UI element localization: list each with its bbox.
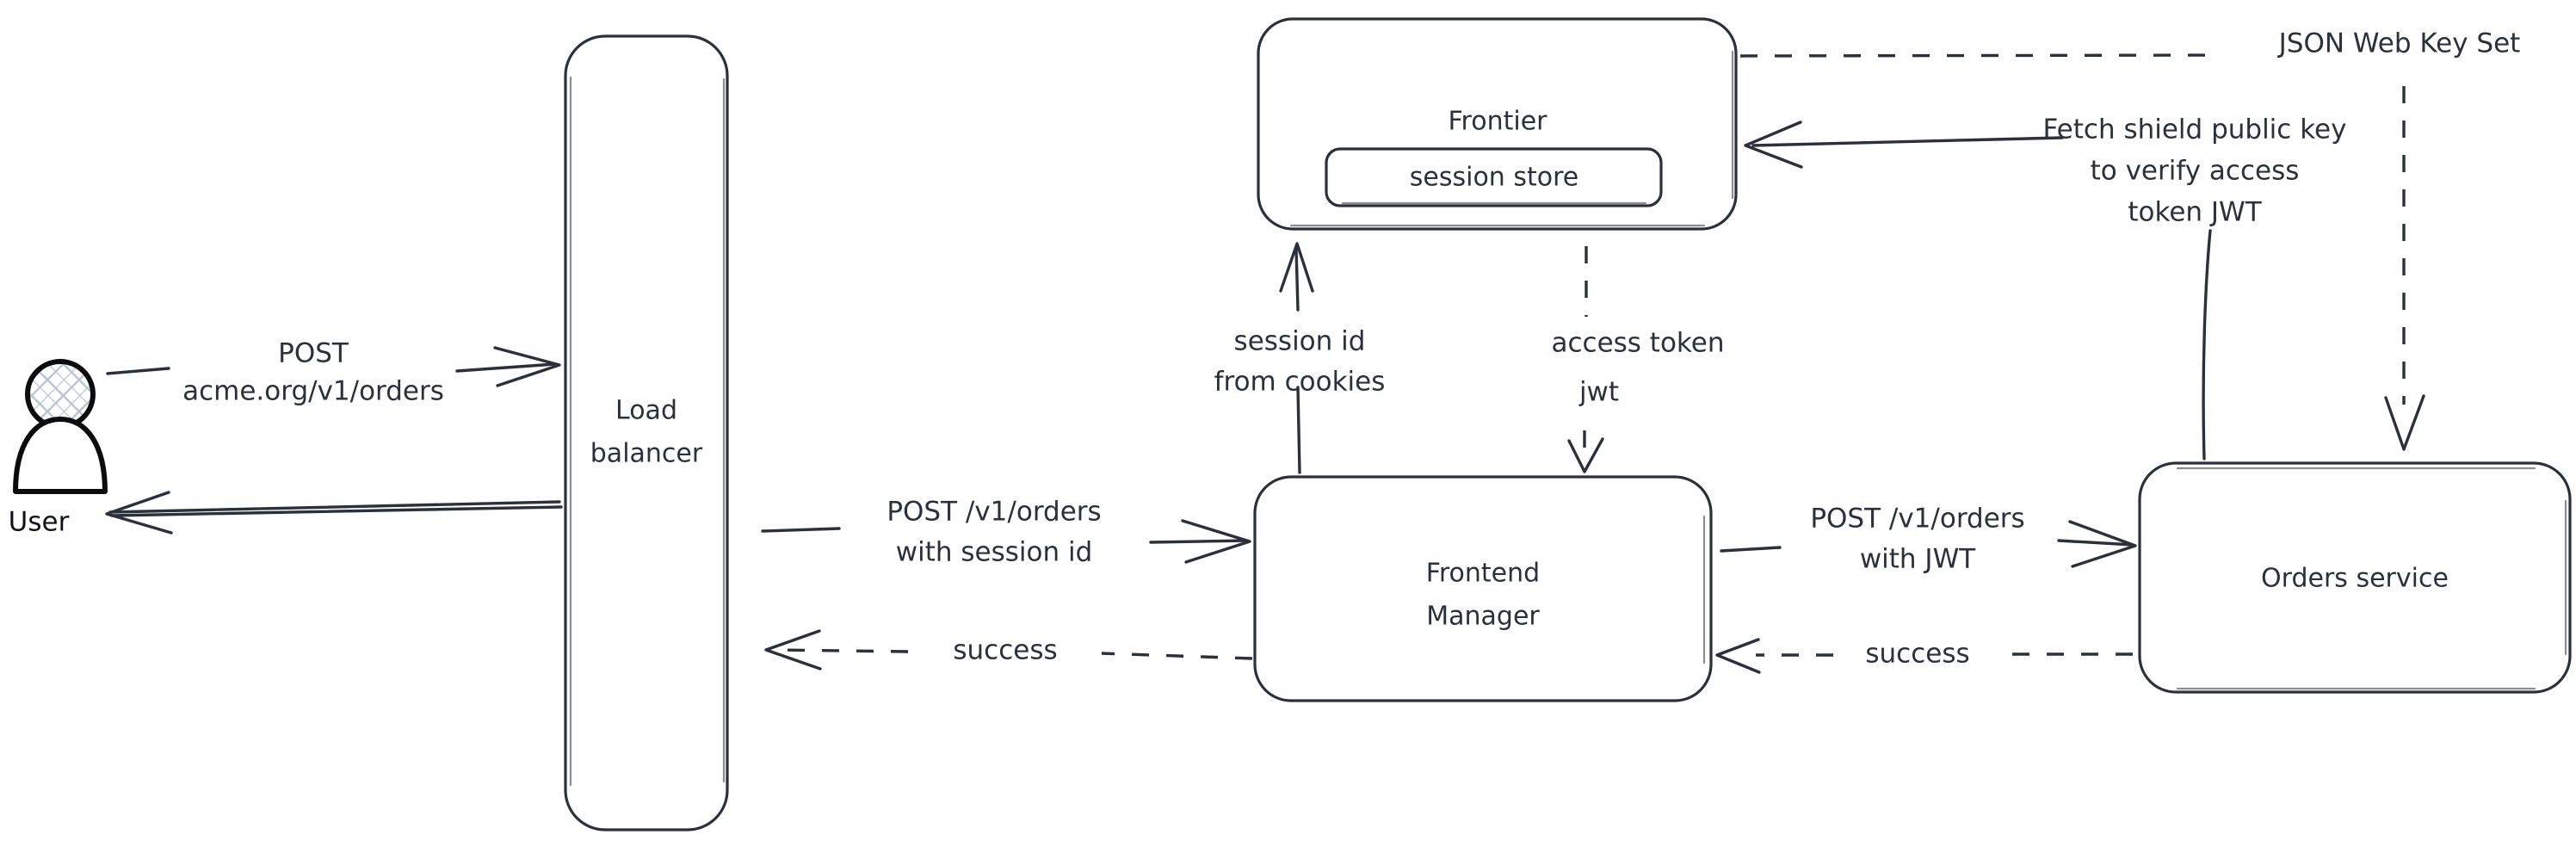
edge-lb-to-frontend-manager: POST /v1/orders with session id bbox=[761, 497, 1251, 568]
edge-label-lb-to-fm-line2: with session id bbox=[896, 537, 1093, 568]
edge-label-orders-to-frontier-line3: token JWT bbox=[2128, 197, 2262, 228]
edge-user-to-load-balancer: POST acme.org/v1/orders bbox=[106, 338, 561, 407]
edge-label-jwks: JSON Web Key Set bbox=[2277, 28, 2521, 59]
edge-load-balancer-to-user bbox=[105, 491, 563, 535]
edge-label-fm-to-frontier-line2: from cookies bbox=[1214, 367, 1386, 398]
edge-frontend-manager-to-lb: success bbox=[764, 629, 1253, 671]
node-label-frontier: Frontier bbox=[1448, 107, 1547, 137]
node-load-balancer[interactable]: Load balancer bbox=[564, 34, 729, 832]
node-orders-service[interactable]: Orders service bbox=[2138, 461, 2572, 694]
edge-label-frontier-to-fm-line2: jwt bbox=[1578, 377, 1619, 408]
node-label-frontend-manager-line1: Frontend bbox=[1426, 559, 1540, 589]
edge-frontier-to-fm: access token jwt bbox=[1551, 246, 1725, 473]
edge-label-orders-to-frontier-line2: to verify access bbox=[2091, 156, 2300, 187]
edge-label-orders-to-fm-success: success bbox=[1865, 639, 1969, 670]
edge-label-fm-to-frontier-line1: session id bbox=[1234, 326, 1366, 357]
edge-label-frontier-to-fm-line1: access token bbox=[1551, 328, 1724, 359]
node-label-load-balancer-line2: balancer bbox=[590, 439, 703, 469]
node-label-load-balancer-line1: Load bbox=[615, 396, 677, 426]
edge-orders-service-to-frontier: Fetch shield public key to verify access… bbox=[1744, 114, 2347, 461]
edge-orders-service-to-fm: success bbox=[1715, 638, 2133, 674]
user-actor[interactable]: User bbox=[9, 359, 108, 538]
edge-frontier-to-orders-jwks: JSON Web Key Set bbox=[1739, 28, 2521, 451]
edge-label-fm-to-lb-success: success bbox=[953, 635, 1057, 666]
node-label-orders-service: Orders service bbox=[2261, 564, 2449, 594]
edge-fm-to-frontier: session id from cookies bbox=[1214, 242, 1386, 474]
node-session-store[interactable]: session store bbox=[1325, 147, 1663, 207]
edge-label-fm-to-orders-line2: with JWT bbox=[1860, 544, 1976, 575]
node-label-session-store: session store bbox=[1410, 163, 1578, 193]
edge-label-user-to-lb-line2: acme.org/v1/orders bbox=[182, 376, 444, 407]
node-label-frontend-manager-line2: Manager bbox=[1426, 602, 1540, 632]
node-frontend-manager[interactable]: Frontend Manager bbox=[1253, 475, 1713, 702]
edge-label-lb-to-fm-line1: POST /v1/orders bbox=[886, 497, 1101, 528]
edge-fm-to-orders-service: POST /v1/orders with JWT bbox=[1720, 504, 2137, 575]
user-label: User bbox=[9, 507, 70, 538]
edge-label-orders-to-frontier-line1: Fetch shield public key bbox=[2043, 114, 2347, 145]
edge-label-fm-to-orders-line1: POST /v1/orders bbox=[1810, 504, 2024, 535]
edge-label-user-to-lb-line1: POST bbox=[278, 338, 349, 369]
node-frontier[interactable]: Frontier session store bbox=[1257, 17, 1738, 231]
user-figure-icon bbox=[13, 359, 108, 494]
